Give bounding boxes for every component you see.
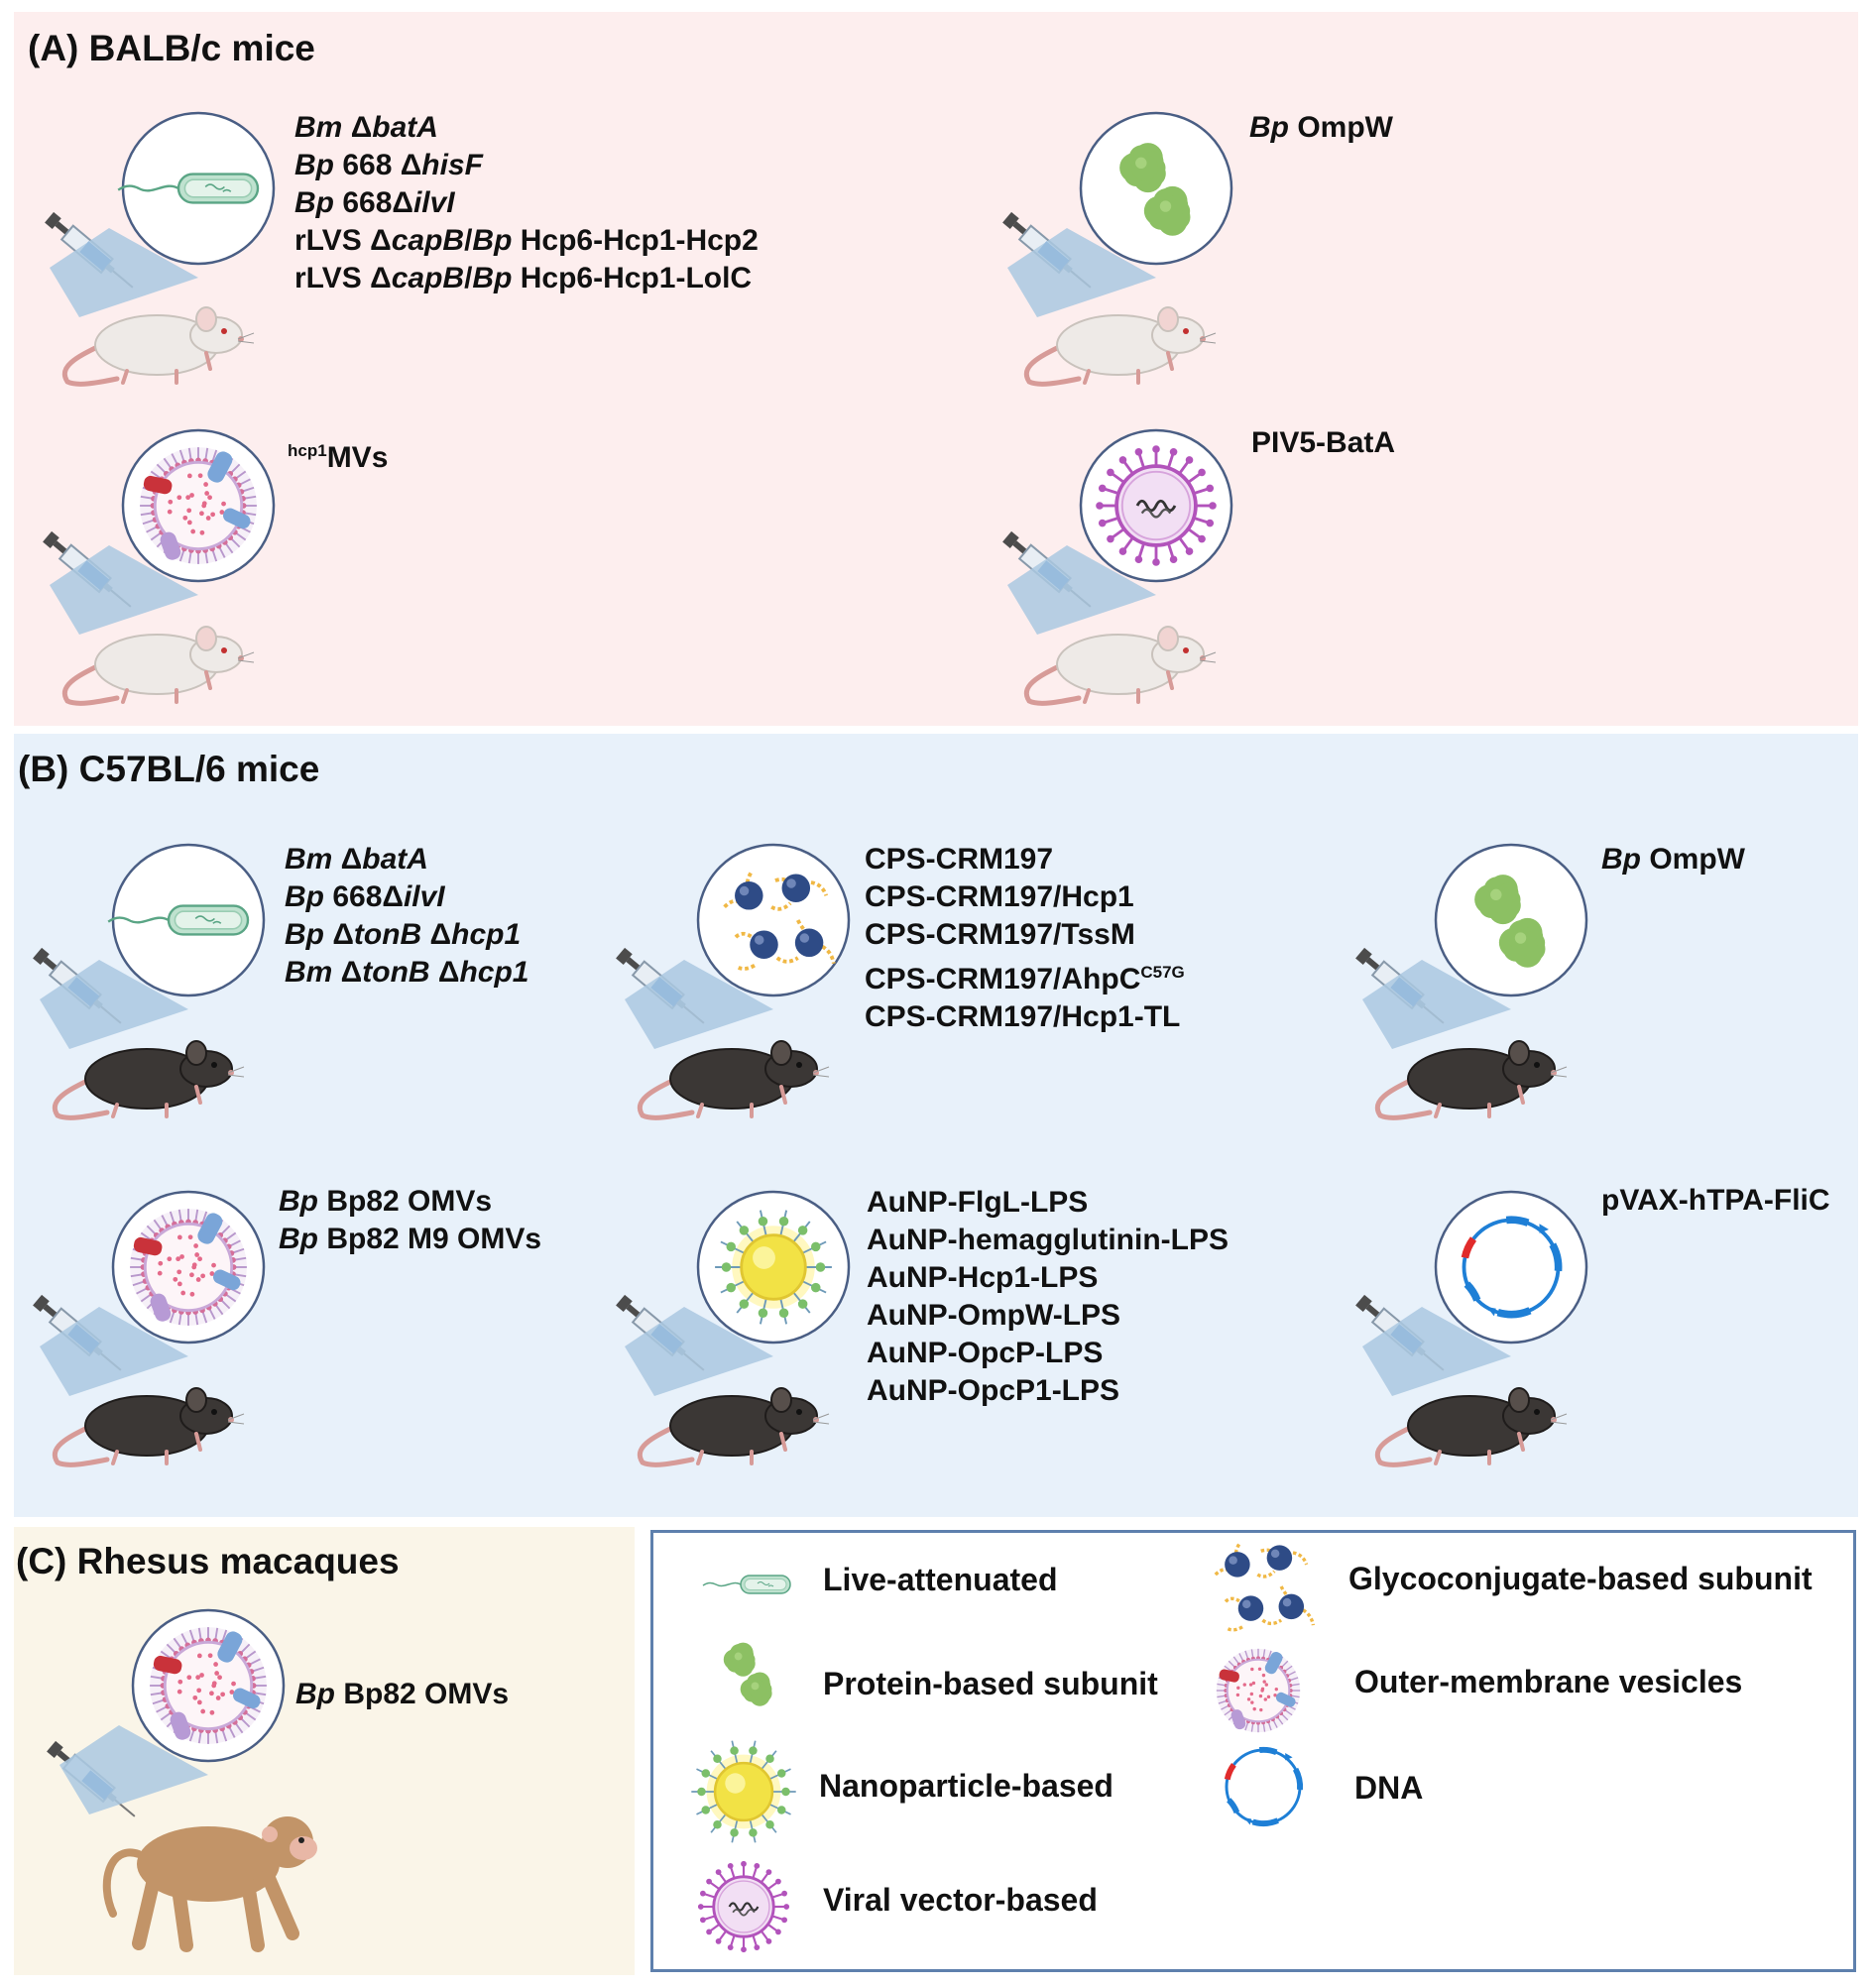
virus-icon <box>1096 445 1217 566</box>
formulation-line: Bp Bp82 OMVs <box>279 1185 493 1218</box>
dna-icon <box>1461 1216 1563 1319</box>
formulation-line: Bp OmpW <box>1601 843 1745 876</box>
nanoparticle-icon <box>691 1740 796 1843</box>
panel-a <box>14 12 1858 726</box>
panel-title-b: (B) C57BL/6 mice <box>18 749 320 789</box>
legend-label: Nanoparticle-based <box>819 1768 1113 1804</box>
formulation-list: Bp OmpW <box>1249 109 1393 147</box>
formulation-list: pVAX-hTPA-FliC <box>1601 1182 1830 1220</box>
panel-title-c: (C) Rhesus macaques <box>16 1541 400 1581</box>
magnifier <box>50 111 276 317</box>
black-mouse-icon <box>1375 1040 1568 1120</box>
macaque-icon <box>102 1816 317 1952</box>
formulation-line: Bp ΔtonB Δhcp1 <box>285 918 522 951</box>
formulation-list: PIV5-BatA <box>1251 424 1395 462</box>
magnifier <box>50 428 276 635</box>
formulation-line: PIV5-BatA <box>1251 426 1396 459</box>
omv-icon <box>140 447 257 564</box>
black-mouse-icon <box>53 1387 245 1467</box>
formulation-line: CPS-CRM197/Hcp1-TL <box>865 1000 1181 1033</box>
bacterium-icon <box>107 904 250 936</box>
magnifier <box>40 1190 266 1396</box>
formulation-line: AuNP-FlgL-LPS <box>867 1186 1089 1219</box>
protein-icon <box>723 1642 772 1706</box>
formulation-line: hcp1MVs <box>288 441 389 474</box>
black-mouse-icon <box>638 1040 830 1120</box>
magnifier <box>625 843 851 1049</box>
formulation-list: Bm ΔbatA Bp 668ΔilvI Bp ΔtonB Δhcp1 Bm Δton… <box>285 841 529 992</box>
formulation-line: Bp Bp82 OMVs <box>295 1678 510 1710</box>
legend-label: Viral vector-based <box>823 1882 1098 1918</box>
white-mouse-icon <box>62 306 255 387</box>
formulation-line: AuNP-OpcP-LPS <box>867 1337 1104 1369</box>
formulation-line: CPS-CRM197/AhpCC57G <box>865 963 1185 995</box>
formulation-line: rLVS ΔcapB/Bp Hcp6-Hcp1-Hcp2 <box>294 224 759 257</box>
magnifier <box>40 843 266 1049</box>
formulation-line: AuNP-hemagglutinin-LPS <box>867 1224 1229 1256</box>
bacterium-icon <box>702 1575 791 1594</box>
magnifier <box>1007 111 1233 317</box>
formulation-line: Bm ΔtonB Δhcp1 <box>285 956 529 989</box>
legend-label: Glycoconjugate-based subunit <box>1348 1561 1813 1596</box>
panel-title-a: (A) BALB/c mice <box>28 28 315 68</box>
formulation-list: Bp Bp82 OMVs Bp Bp82 M9 OMVs <box>279 1183 541 1258</box>
formulation-line: AuNP-Hcp1-LPS <box>867 1261 1099 1294</box>
protein-icon <box>1119 143 1191 236</box>
black-mouse-icon <box>1375 1387 1568 1467</box>
formulation-line: rLVS ΔcapB/Bp Hcp6-Hcp1-LolC <box>294 262 753 294</box>
magnifier <box>1362 843 1588 1049</box>
glycoconjugate-icon <box>723 872 836 971</box>
formulation-line: pVAX-hTPA-FliC <box>1601 1184 1830 1217</box>
bacterium-icon <box>117 173 260 204</box>
nanoparticle-icon <box>715 1210 832 1325</box>
formulation-line: Bp 668ΔilvI <box>285 880 445 913</box>
formulation-line: CPS-CRM197/TssM <box>865 918 1135 951</box>
glycoconjugate-icon <box>1214 1543 1316 1632</box>
legend-label: DNA <box>1354 1770 1424 1806</box>
formulation-line: AuNP-OpcP1-LPS <box>867 1374 1120 1407</box>
formulation-list: hcp1MVs <box>288 432 388 477</box>
legend-label: Outer-membrane vesicles <box>1354 1664 1743 1699</box>
formulation-line: CPS-CRM197/Hcp1 <box>865 880 1134 913</box>
formulation-line: Bp 668ΔilvI <box>294 186 455 219</box>
formulation-line: Bm ΔbatA <box>294 111 438 144</box>
white-mouse-icon <box>1024 306 1217 387</box>
formulation-line: Bm ΔbatA <box>285 843 428 876</box>
formulation-line: Bp Bp82 M9 OMVs <box>279 1223 542 1255</box>
formulation-list: Bp OmpW <box>1601 841 1745 878</box>
white-mouse-icon <box>1024 626 1217 706</box>
formulation-line: Bp 668 ΔhisF <box>294 149 483 181</box>
virus-icon <box>697 1860 790 1953</box>
protein-icon <box>1474 875 1546 968</box>
omv-icon <box>130 1209 247 1326</box>
legend-label: Live-attenuated <box>823 1562 1058 1597</box>
formulation-line: AuNP-OmpW-LPS <box>867 1299 1121 1332</box>
formulation-list: Bm ΔbatA Bp 668 ΔhisF Bp 668ΔilvI rLVS Δcap… <box>294 109 759 297</box>
formulation-line: Bp OmpW <box>1249 111 1393 144</box>
magnifier <box>625 1190 851 1396</box>
dna-icon <box>1224 1746 1304 1826</box>
formulation-list: Bp Bp82 OMVs <box>295 1676 509 1713</box>
white-mouse-icon <box>62 626 255 706</box>
magnifier <box>59 1608 286 1814</box>
omv-icon <box>1216 1648 1301 1733</box>
omv-icon <box>150 1627 267 1744</box>
magnifier <box>1007 428 1233 635</box>
formulation-list: AuNP-FlgL-LPS AuNP-hemagglutinin-LPS AuNP-… <box>867 1184 1229 1410</box>
black-mouse-icon <box>53 1040 245 1120</box>
formulation-line: CPS-CRM197 <box>865 843 1054 876</box>
black-mouse-icon <box>638 1387 830 1467</box>
legend-label: Protein-based subunit <box>823 1666 1158 1701</box>
magnifier <box>1362 1190 1588 1396</box>
